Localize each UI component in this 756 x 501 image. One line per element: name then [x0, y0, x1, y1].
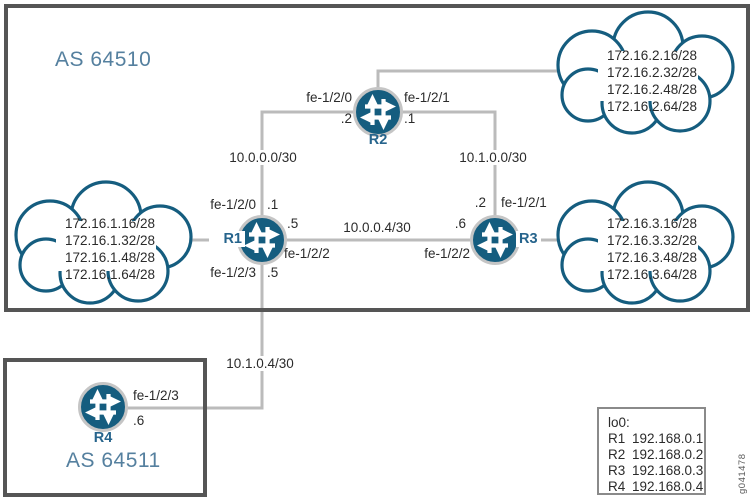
r1-addr-1: .1: [267, 197, 279, 212]
r1-addr-5: .5: [287, 216, 299, 231]
r1-interface-fe122: fe-1/2/2: [284, 246, 330, 261]
router-r1-label: R1: [209, 231, 245, 247]
r2-interface-fe120: fe-1/2/0: [306, 90, 352, 105]
subnet-10-0-0-0: 10.0.0.0/30: [226, 150, 300, 165]
prefix: 172.16.2.16/28: [606, 48, 698, 63]
prefix: 172.16.2.64/28: [606, 99, 698, 114]
legend-router-id: R4: [608, 479, 626, 494]
router-r3-label: R3: [516, 231, 541, 247]
prefix: 172.16.1.16/28: [64, 216, 156, 231]
prefix: 172.16.1.48/28: [64, 250, 156, 265]
r2-addr-1: .1: [404, 111, 416, 126]
as-64510-box: [4, 4, 750, 312]
subnet-10-0-0-4: 10.0.0.4/30: [340, 220, 414, 235]
legend-router-id: R1: [608, 431, 626, 446]
r3-addr-2: .2: [474, 195, 486, 210]
legend-router-ip: 192.168.0.2: [632, 447, 704, 462]
legend-row: R1 192.168.0.1: [608, 431, 704, 447]
legend-row: R2 192.168.0.2: [608, 447, 704, 463]
cloud-r2-prefixes: 172.16.2.16/28 172.16.2.32/28 172.16.2.4…: [607, 47, 697, 115]
prefix: 172.16.2.48/28: [606, 82, 698, 97]
legend-router-id: R2: [608, 447, 626, 462]
prefix: 172.16.3.16/28: [606, 216, 698, 231]
prefix: 172.16.3.32/28: [606, 233, 698, 248]
subnet-10-1-0-0: 10.1.0.0/30: [456, 150, 530, 165]
cloud-r3-prefixes: 172.16.3.16/28 172.16.3.32/28 172.16.3.4…: [607, 215, 697, 283]
r3-addr-6: .6: [454, 216, 466, 231]
as-64511-box: [3, 358, 207, 497]
legend-router-id: R3: [608, 463, 626, 478]
loopback-legend: lo0: R1 192.168.0.1 R2 192.168.0.2 R3 19…: [597, 407, 706, 495]
link-r1-r4: [103, 240, 264, 410]
r1-interface-fe120: fe-1/2/0: [210, 197, 256, 212]
r3-interface-fe122: fe-1/2/2: [424, 246, 470, 261]
legend-row: R4 192.168.0.4: [608, 479, 704, 495]
r1-interface-fe123: fe-1/2/3: [210, 265, 256, 280]
figure-id: g041478: [737, 453, 748, 494]
prefix: 172.16.3.64/28: [606, 267, 698, 282]
legend-router-ip: 192.168.0.3: [632, 463, 704, 478]
prefix: 172.16.1.64/28: [64, 267, 156, 282]
router-r2-label: R2: [368, 132, 388, 148]
as-64511-label: AS 64511: [66, 449, 161, 472]
link-r2-r3: [378, 110, 497, 240]
router-r4-label: R4: [93, 430, 113, 446]
as-64510-label: AS 64510: [55, 48, 152, 71]
prefix: 172.16.2.32/28: [606, 65, 698, 80]
r4-interface-fe123: fe-1/2/3: [133, 388, 179, 403]
r4-addr-6: .6: [133, 413, 145, 428]
subnet-10-1-0-4: 10.1.0.4/30: [223, 356, 297, 371]
legend-router-ip: 192.168.0.1: [632, 431, 704, 446]
r1-addr-5b: .5: [267, 265, 279, 280]
r2-interface-fe121: fe-1/2/1: [404, 90, 450, 105]
legend-router-ip: 192.168.0.4: [632, 479, 704, 494]
link-r1-r2: [260, 110, 378, 240]
prefix: 172.16.3.48/28: [606, 250, 698, 265]
r3-interface-fe121: fe-1/2/1: [501, 195, 547, 210]
legend-title: lo0:: [608, 415, 630, 430]
prefix: 172.16.1.32/28: [64, 233, 156, 248]
cloud-r1-prefixes: 172.16.1.16/28 172.16.1.32/28 172.16.1.4…: [65, 215, 155, 283]
legend-row: R3 192.168.0.3: [608, 463, 704, 479]
r2-addr-2: .2: [340, 111, 352, 126]
